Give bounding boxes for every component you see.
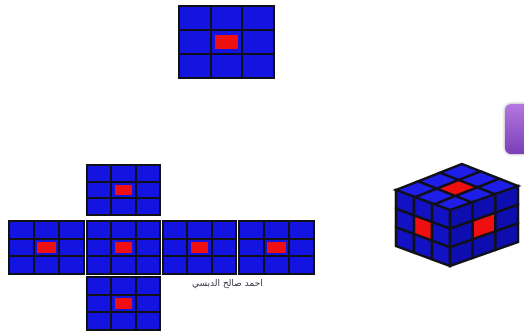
tile (164, 222, 186, 238)
tile (164, 257, 186, 273)
center-tile (35, 240, 58, 256)
tile (188, 257, 210, 273)
tile (112, 222, 134, 238)
tile (180, 55, 210, 77)
tile (180, 31, 210, 53)
tile (290, 257, 313, 273)
tile (137, 166, 159, 181)
tile (188, 222, 210, 238)
tile (88, 257, 110, 273)
net-face-up (86, 164, 161, 216)
tile (213, 222, 235, 238)
tile (164, 240, 186, 256)
center-tile (112, 183, 134, 198)
purple-tab-button[interactable] (505, 104, 524, 154)
tile (213, 240, 235, 256)
tile (60, 257, 83, 273)
center-tile (265, 240, 288, 256)
tile (137, 222, 159, 238)
net-face-down (86, 276, 161, 331)
center-tile (112, 240, 134, 256)
tile (112, 313, 134, 329)
tile (10, 240, 33, 256)
tile (240, 222, 263, 238)
tile (10, 222, 33, 238)
tile (243, 31, 273, 53)
tile (35, 222, 58, 238)
tile (137, 183, 159, 198)
tile (88, 296, 110, 312)
single-face (178, 5, 275, 79)
tile (137, 296, 159, 312)
net-face-left (8, 220, 85, 275)
tile (112, 257, 134, 273)
tile (137, 313, 159, 329)
tile (137, 278, 159, 294)
tile (137, 240, 159, 256)
tile (88, 278, 110, 294)
tile (88, 222, 110, 238)
tile (10, 257, 33, 273)
net-face-front (86, 220, 161, 275)
tile (212, 55, 242, 77)
tile (35, 257, 58, 273)
tile (240, 257, 263, 273)
tile (88, 183, 110, 198)
tile (112, 199, 134, 214)
tile (88, 240, 110, 256)
tile (213, 257, 235, 273)
tile (243, 55, 273, 77)
rubiks-cube-3d-icon (388, 148, 524, 268)
author-watermark: احمد صالح الدبسي (192, 279, 263, 289)
center-tile (188, 240, 210, 256)
tile (88, 313, 110, 329)
tile (60, 240, 83, 256)
tile (265, 257, 288, 273)
tile (112, 278, 134, 294)
tile (112, 166, 134, 181)
tile (290, 240, 313, 256)
tile (265, 222, 288, 238)
center-tile (212, 31, 242, 53)
tile (60, 222, 83, 238)
tile (88, 166, 110, 181)
tile (137, 199, 159, 214)
net-face-back (238, 220, 315, 275)
tile (240, 240, 263, 256)
tile (180, 7, 210, 29)
tile (137, 257, 159, 273)
center-tile (112, 296, 134, 312)
tile (243, 7, 273, 29)
tile (212, 7, 242, 29)
tile (88, 199, 110, 214)
net-face-right (162, 220, 237, 275)
tile (290, 222, 313, 238)
